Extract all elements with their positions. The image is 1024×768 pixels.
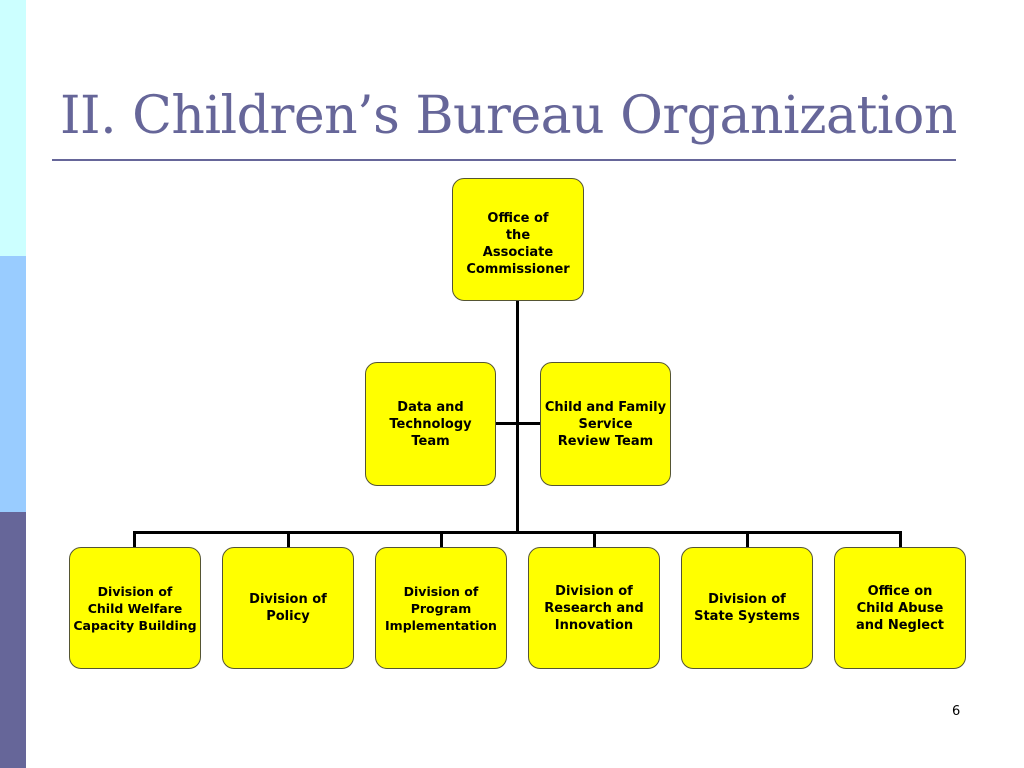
org-box-division-program-implementation: Division of Program Implementation bbox=[375, 547, 507, 669]
org-box-label: Division of Child Welfare Capacity Build… bbox=[73, 583, 197, 633]
org-box-division-policy: Division of Policy bbox=[222, 547, 354, 669]
org-box-label: Data and Technology Team bbox=[389, 399, 472, 449]
side-bar-segment-middle bbox=[0, 256, 26, 512]
division-drop-connector bbox=[593, 531, 596, 547]
divisions-horizontal-connector bbox=[133, 531, 902, 534]
staff-horizontal-connector bbox=[495, 422, 541, 425]
org-box-label: Child and Family Service Review Team bbox=[544, 399, 667, 449]
division-drop-connector bbox=[287, 531, 290, 547]
org-box-label: Division of State Systems bbox=[694, 592, 800, 624]
side-bar-segment-bottom bbox=[0, 512, 26, 768]
org-box-label: Division of Policy bbox=[249, 592, 327, 624]
division-drop-connector bbox=[899, 531, 902, 547]
page-number: 6 bbox=[952, 704, 961, 719]
org-box-label: Division of Program Implementation bbox=[385, 583, 497, 633]
title-underline bbox=[52, 159, 956, 161]
division-drop-connector bbox=[133, 531, 136, 547]
division-drop-connector bbox=[746, 531, 749, 547]
main-vertical-connector bbox=[516, 300, 519, 533]
org-box-office-child-abuse-neglect: Office on Child Abuse and Neglect bbox=[834, 547, 966, 669]
org-box-data-technology-team: Data and Technology Team bbox=[365, 362, 496, 486]
org-box-division-capacity-building: Division of Child Welfare Capacity Build… bbox=[69, 547, 201, 669]
org-box-label: Office on Child Abuse and Neglect bbox=[855, 583, 945, 633]
org-box-label: Division of Research and Innovation bbox=[544, 583, 644, 633]
org-box-label: Office of the Associate Commissioner bbox=[466, 211, 570, 277]
side-bar-segment-top bbox=[0, 0, 26, 256]
org-box-cfsr-team: Child and Family Service Review Team bbox=[540, 362, 671, 486]
slide-title: II. Children’s Bureau Organization bbox=[60, 86, 957, 146]
org-box-division-research-innovation: Division of Research and Innovation bbox=[528, 547, 660, 669]
org-box-division-state-systems: Division of State Systems bbox=[681, 547, 813, 669]
org-box-associate-commissioner: Office of the Associate Commissioner bbox=[452, 178, 584, 301]
division-drop-connector bbox=[440, 531, 443, 547]
